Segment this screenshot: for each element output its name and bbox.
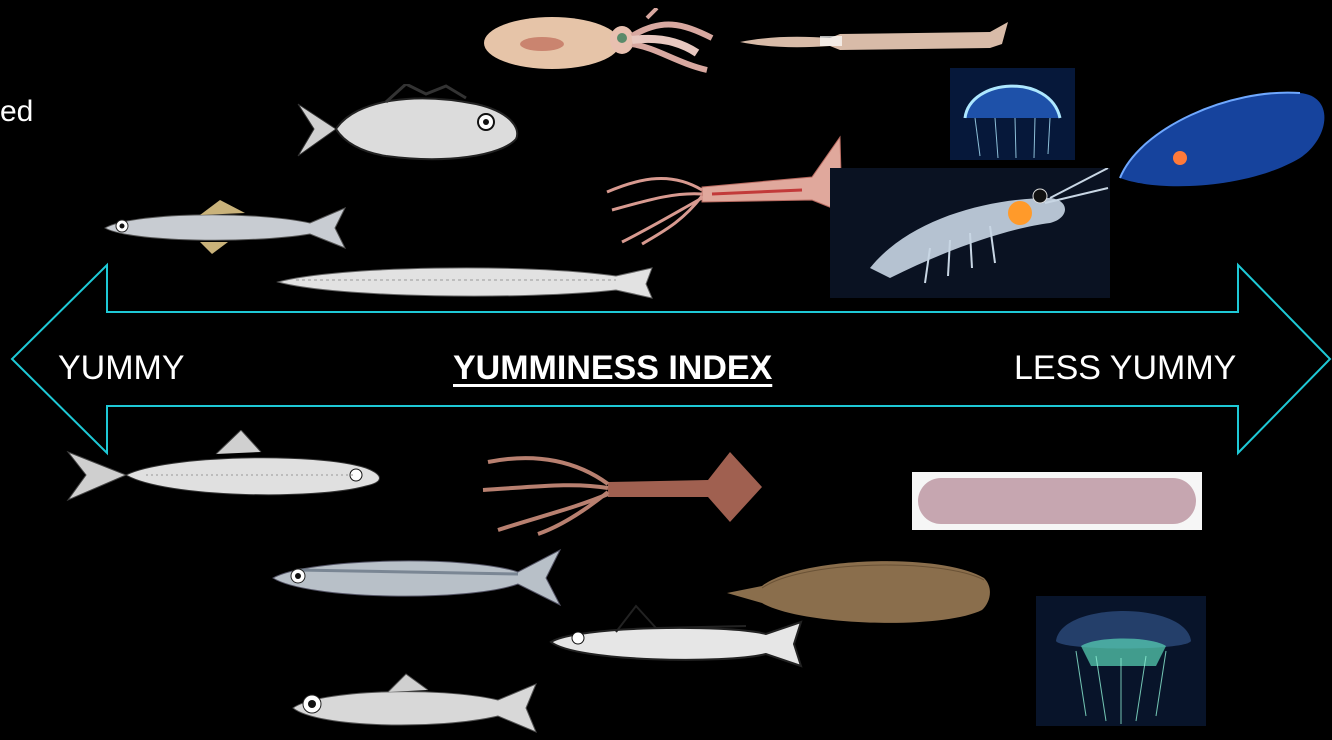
squid-icon — [740, 14, 1010, 59]
mackerel-icon — [268, 540, 564, 618]
yummy-label: YUMMY — [58, 349, 185, 388]
squid-icon — [482, 8, 717, 78]
anchovy-icon — [66, 430, 384, 520]
squid-icon — [602, 132, 844, 247]
yumminess-index-label: YUMMINESS INDEX — [453, 349, 772, 388]
jellyfish-icon — [1036, 596, 1206, 726]
less-yummy-label: LESS YUMMY — [1014, 349, 1236, 388]
lanternfish-icon — [288, 672, 538, 738]
krill-icon — [830, 168, 1110, 298]
sea-cucumber-icon — [912, 472, 1202, 530]
lanternfish-icon — [100, 198, 348, 256]
jellyfish-icon — [950, 68, 1075, 160]
squid-icon — [478, 442, 763, 537]
salp-icon — [1100, 88, 1332, 193]
hake-icon — [546, 604, 804, 680]
rockfish-icon — [296, 84, 524, 174]
eel-fish-icon — [276, 258, 654, 304]
